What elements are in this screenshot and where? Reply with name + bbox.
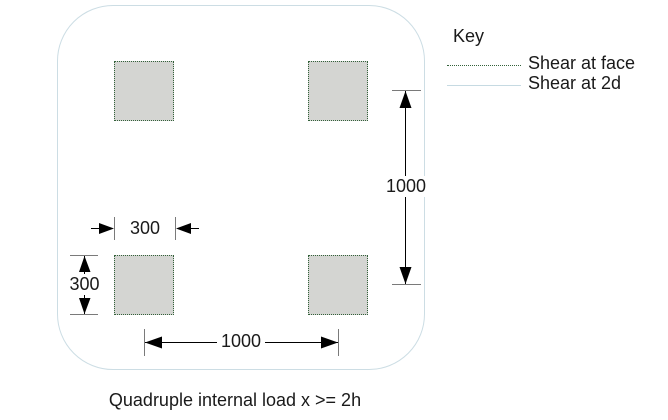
figure-caption: Quadruple internal load x >= 2h [108, 390, 362, 410]
shear-at-face-line-swatch [447, 65, 521, 66]
key-item-label: Shear at 2d [528, 73, 622, 93]
key-title: Key [453, 26, 485, 46]
dim-label-width-300: 300 [127, 218, 163, 239]
arrow-left-icon [145, 336, 162, 349]
arrow-down-icon [79, 298, 91, 314]
load-square-top-left [114, 61, 174, 121]
dim-width-300 [91, 217, 199, 240]
arrow-up-icon [399, 91, 412, 108]
load-square-bottom-right [308, 255, 368, 315]
arrow-up-icon [79, 256, 91, 272]
load-square-top-right [308, 61, 368, 121]
arrow-down-icon [399, 267, 412, 284]
arrow-right-icon [321, 336, 338, 349]
dim-label-horizontal-1000: 1000 [217, 331, 265, 352]
arrow-right-icon [99, 223, 114, 234]
key-item-label: Shear at face [528, 53, 636, 73]
shear-at-2d-line-swatch [447, 85, 521, 86]
arrow-left-icon [176, 223, 191, 234]
dim-label-height-300: 300 [67, 274, 102, 295]
dim-label-vertical-1000: 1000 [382, 176, 430, 197]
load-square-bottom-left [114, 255, 174, 315]
